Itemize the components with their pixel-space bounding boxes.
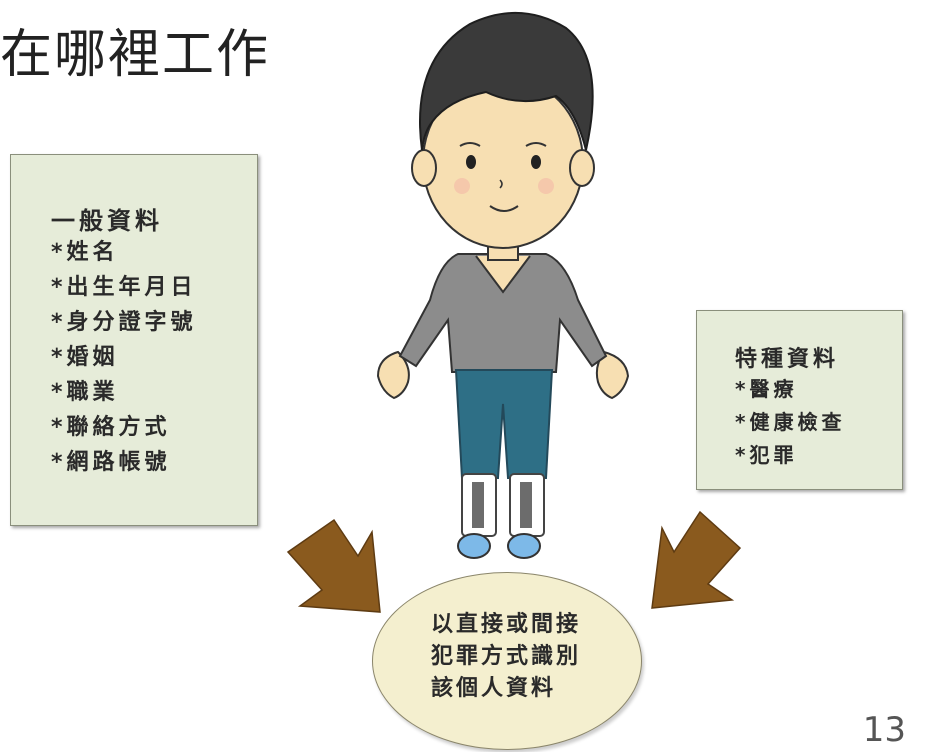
result-text: 以直接或間接 犯罪方式識別 該個人資料 [431,609,581,705]
general-data-box: 一般資料 *姓名 *出生年月日 *身分證字號 *婚姻 *職業 *聯絡方式 *網路… [10,154,258,526]
list-item: *犯罪 [735,443,798,467]
list-item: *聯絡方式 [51,415,171,440]
sweater [398,253,608,373]
right-ear [569,149,595,187]
arrow-right [651,510,742,609]
arrow-left [286,518,381,613]
left-hand [376,350,410,400]
result-line: 以直接或間接 [431,612,582,637]
list-item: *醫療 [735,377,798,401]
left-ear [411,149,437,187]
page-number: 13 [862,710,906,750]
special-data-list: *醫療 *健康檢查 *犯罪 [735,373,845,472]
result-line: 該個人資料 [431,676,557,701]
list-item: *健康檢查 [735,410,846,434]
sweater-vneck [475,255,531,294]
right-hand [595,350,630,400]
special-data-box: 特種資料 *醫療 *健康檢查 *犯罪 [696,310,903,490]
slide-title: 在哪裡工作 [0,25,271,85]
left-shoe [457,533,491,559]
list-item: *職業 [51,380,119,405]
jeans [454,369,554,479]
general-data-list: *姓名 *出生年月日 *身分證字號 *婚姻 *職業 *聯絡方式 *網路帳號 [51,235,197,480]
list-item: *身分證字號 [51,310,197,335]
right-shoe [507,533,541,559]
hair [419,11,594,151]
result-ellipse: 以直接或間接 犯罪方式識別 該個人資料 [372,572,642,750]
list-item: *姓名 [51,240,119,265]
result-line: 犯罪方式識別 [431,644,582,669]
list-item: *婚姻 [51,345,119,370]
list-item: *出生年月日 [51,275,197,300]
general-data-heading: 一般資料 [51,207,163,235]
special-data-heading: 特種資料 [735,347,840,372]
list-item: *網路帳號 [51,450,171,475]
